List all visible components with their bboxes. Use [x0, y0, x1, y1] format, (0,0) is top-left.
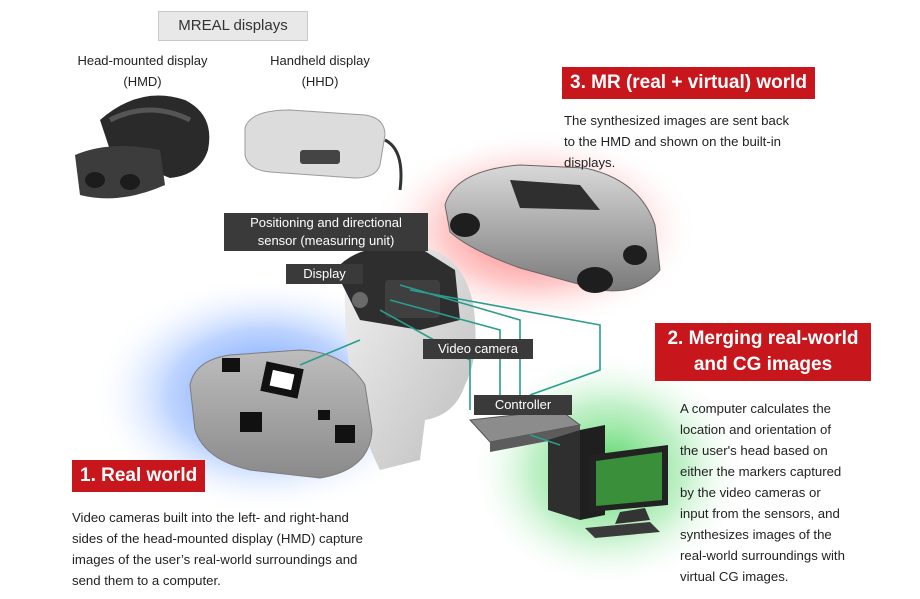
video-camera-label: Video camera [423, 339, 533, 359]
section1-line: send them to a computer. [72, 573, 221, 588]
section1-heading: 1. Real world [72, 460, 206, 492]
section2-line: by the video cameras or [680, 485, 821, 500]
computer-icon [548, 425, 668, 538]
virtual-car-icon [444, 164, 661, 293]
section2-heading-line2: and CG images [693, 354, 833, 375]
hhd-label-line2: (HHD) [301, 74, 339, 89]
section2-line: A computer calculates the [680, 401, 832, 416]
user-head-icon [335, 244, 476, 470]
section2-description: A computer calculates the location and o… [680, 398, 900, 587]
hmd-device-icon [75, 95, 210, 199]
section1-line: images of the user’s real-world surround… [72, 552, 358, 567]
section3-description: The synthesized images are sent back to … [564, 110, 864, 173]
sensor-label-line1: Positioning and directional [250, 215, 402, 230]
hhd-device-icon [244, 109, 403, 191]
section2-line: the user's head based on [680, 443, 828, 458]
hhd-label-line1: Handheld display [270, 53, 370, 68]
hmd-label-line1: Head-mounted display [77, 53, 208, 68]
controller-label: Controller [474, 395, 572, 415]
section3-line: The synthesized images are sent back [564, 113, 790, 128]
hhd-label: Handheld display (HHD) [235, 50, 405, 92]
section1-line: Video cameras built into the left- and r… [72, 510, 349, 525]
sensor-label-line2: sensor (measuring unit) [257, 233, 395, 248]
real-object-icon [189, 349, 373, 479]
connector-lines [299, 284, 601, 446]
section3-line: displays. [564, 155, 616, 170]
section2-line: virtual CG images. [680, 569, 789, 584]
section3-line: to the HMD and shown on the built-in [564, 134, 781, 149]
section2-line: either the markers captured [680, 464, 842, 479]
section1-description: Video cameras built into the left- and r… [72, 507, 442, 591]
section1-line: sides of the head-mounted display (HMD) … [72, 531, 364, 546]
display-label: Display [286, 264, 363, 284]
section2-line: real-world surroundings with [680, 548, 845, 563]
section2-line: input from the sensors, and [680, 506, 840, 521]
section3-heading: 3. MR (real + virtual) world [562, 67, 816, 99]
section2-heading: 2. Merging real-world and CG images [655, 323, 871, 381]
section2-heading-line1: 2. Merging real-world [667, 328, 859, 349]
section2-line: location and orientation of [680, 422, 832, 437]
sensor-label: Positioning and directional sensor (meas… [224, 213, 428, 251]
hmd-label: Head-mounted display (HMD) [45, 50, 240, 92]
hmd-label-line2: (HMD) [123, 74, 162, 89]
mreal-displays-title: MREAL displays [158, 11, 308, 41]
section2-line: synthesizes images of the [680, 527, 832, 542]
